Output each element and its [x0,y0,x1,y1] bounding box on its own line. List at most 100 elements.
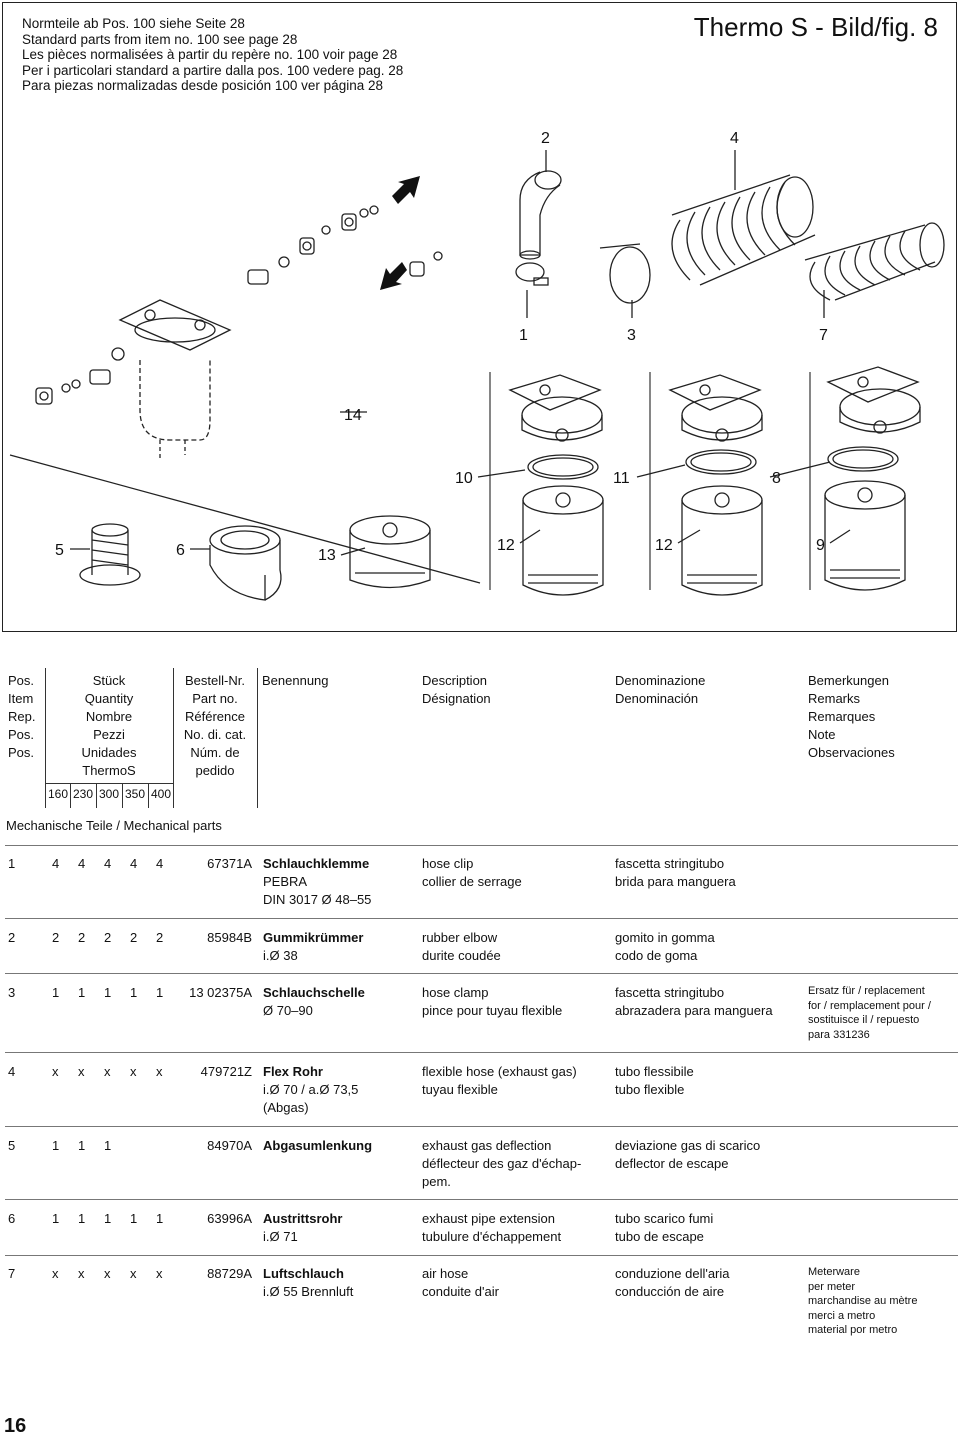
cell-qty: 1 [156,985,164,1000]
cell-description: pince pour tuyau flexible [422,1003,563,1018]
divider [5,845,958,846]
cell-remarks: Meterware [808,1266,860,1278]
note-line: Normteile ab Pos. 100 siehe Seite 28 [22,16,245,31]
cell-benennung: (Abgas) [263,1100,309,1115]
cell-qty: 4 [52,856,60,871]
gas-deflector-icon [79,523,141,586]
divider [148,783,149,808]
cell-description: durite coudée [422,948,501,963]
cell-qty: 1 [52,1138,60,1153]
cell-remarks: para 331236 [808,1028,870,1041]
cell-benennung: PEBRA [263,874,308,889]
exploded-view-figure [2,2,957,632]
rubber-elbow-icon [519,170,562,260]
cell-description: pem. [422,1174,451,1189]
cell-remarks: material por metro [808,1324,898,1336]
cell-denominazione: fascetta stringitubo [615,856,725,871]
cell-pos: 4 [8,1064,16,1079]
header-text: Pos. [8,727,35,742]
cell-qty: x [52,1064,59,1079]
cell-qty: 1 [78,1138,86,1153]
cell-description: rubber elbow [422,930,498,945]
header-text: Pos. [8,673,35,688]
divider [70,783,71,808]
model-header: 350 [124,787,146,801]
cell-description: déflecteur des gaz d'échap- [422,1156,582,1171]
cell-denominazione: deviazione gas di scarico [615,1138,761,1153]
arrow-icon [392,176,420,204]
seal-ring-icon [832,449,894,469]
cell-part-no: 63996A [207,1211,252,1226]
header-text: Bemerkungen [808,673,889,688]
cell-qty: x [78,1064,85,1079]
header-text: Pos. [8,745,35,760]
cell-description: hose clip [422,856,474,871]
cell-denominazione: fascetta stringitubo [615,985,725,1000]
filter-head-icon [826,366,921,434]
divider [45,783,173,784]
cell-remarks: Ersatz für / replacement [808,985,925,997]
cell-qty: x [78,1266,85,1281]
header-text: Désignation [422,691,491,706]
callout-label: 5 [55,542,64,559]
cell-qty: 1 [156,1211,164,1226]
callout-label: 12 [497,537,515,554]
divider [122,783,123,808]
cell-remarks: per meter [808,1280,856,1293]
cell-qty: 2 [78,930,86,945]
model-header: 400 [150,787,172,801]
col-header-remarks: Bemerkungen Remarks Remarques Note Obser… [808,672,895,762]
col-header-description: Description Désignation [422,672,491,708]
callout-label: 4 [730,130,739,147]
parts-diagram: 2 4 1 3 7 14 10 11 8 5 6 13 12 12 9 [9,130,945,601]
cell-qty: 4 [130,856,138,871]
header-text: Rep. [8,709,36,724]
col-header-part-no: Bestell-Nr. Part no. Référence No. di. c… [174,672,256,780]
cell-qty: 1 [104,1138,112,1153]
cell-denominazione: tubo de escape [615,1229,704,1244]
callout-label: 6 [176,542,185,559]
cell-benennung: Ø 70–90 [263,1003,313,1018]
cell-qty: x [104,1064,111,1079]
callout-label: 2 [541,130,550,147]
cell-qty: x [156,1064,163,1079]
cell-denominazione: brida para manguera [615,874,736,889]
callout-label: 10 [455,470,473,487]
fittings-chain-icon [35,205,443,405]
header-text: Note [808,727,836,742]
standard-parts-note: Normteile ab Pos. 100 siehe Seite 28 Sta… [22,16,403,94]
header-text: Pezzi [93,727,125,742]
cell-part-no: 84970A [207,1138,252,1153]
hose-clamp-icon [599,243,651,304]
cell-denominazione: tubo flessibile [615,1064,694,1079]
cell-description: flexible hose (exhaust gas) [422,1064,577,1079]
cell-denominazione: abrazadera para manguera [615,1003,773,1018]
cell-qty: 1 [52,1211,60,1226]
cell-benennung: Schlauchschelle [263,985,365,1000]
cell-qty: 1 [130,1211,138,1226]
cell-qty: 4 [156,856,164,871]
callout-label: 11 [613,470,630,487]
cell-description: exhaust pipe extension [422,1211,555,1226]
cell-denominazione: conducción de aire [615,1284,725,1299]
filter-cartridge-icon [824,480,906,591]
cell-remarks: sostituisce il / repuesto [808,1014,920,1026]
model-header: 160 [47,787,69,801]
cell-description: tubulure d'échappement [422,1229,562,1244]
cell-qty: 2 [52,930,60,945]
header-text: Référence [185,709,245,724]
cell-benennung: Austrittsrohr [263,1211,343,1226]
filter-head-icon [508,374,603,442]
cell-qty: x [52,1266,59,1281]
cell-part-no: 479721Z [200,1064,252,1079]
filter-cartridge-icon [681,485,763,596]
header-text: pedido [195,763,235,778]
header-text: ThermoS [82,763,136,778]
cell-description: air hose [422,1266,469,1281]
header-text: Remarques [808,709,876,724]
note-line: Les pièces normalisées à partir du repèr… [22,47,398,62]
model-header: 300 [98,787,120,801]
filter-cartridge-icon [349,515,431,589]
seal-ring-icon [532,457,594,477]
cell-qty: 1 [78,985,86,1000]
